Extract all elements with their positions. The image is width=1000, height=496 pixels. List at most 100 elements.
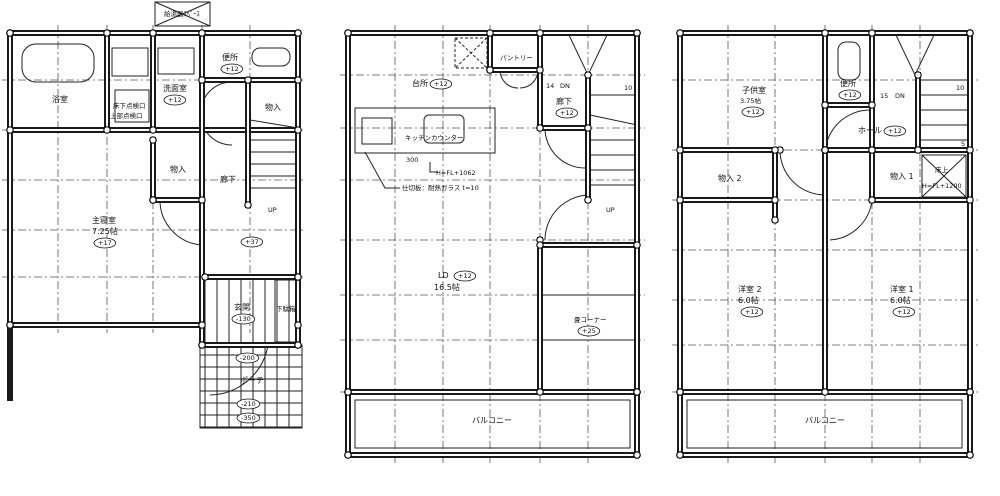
post: [244, 76, 252, 84]
post: [294, 126, 302, 134]
post: [868, 101, 876, 109]
post: [149, 126, 157, 134]
toilet-label-3f: 便所: [840, 78, 856, 88]
post: [584, 71, 592, 79]
bathtub-icon: [21, 43, 95, 83]
room1-level: +12: [897, 308, 911, 316]
level-oval: [163, 94, 187, 106]
post: [633, 451, 641, 459]
closet1-label: 物入 1: [890, 171, 914, 181]
ld-size: 16.5帖: [434, 282, 460, 292]
post: [6, 126, 14, 134]
post: [633, 241, 641, 249]
post: [536, 241, 544, 249]
level-oval: [240, 236, 264, 248]
raised-floor-height: H=FL+1200: [922, 182, 962, 190]
toilet-icon: [251, 47, 291, 67]
post: [486, 29, 494, 37]
post: [821, 388, 829, 396]
post: [149, 136, 157, 144]
washroom-label: 洗面室: [163, 83, 187, 93]
stair-up-2f: UP: [606, 206, 615, 214]
post: [103, 126, 111, 134]
raised-floor-label: 床上: [935, 165, 949, 174]
level-oval: [220, 63, 244, 75]
grid-lines: [2, 25, 978, 463]
bedroom-level: +17: [98, 239, 112, 247]
kitchen-level: +12: [434, 80, 448, 88]
balcony-label-3f: バルコニー: [805, 416, 845, 425]
stair-dn-3f: DN: [895, 92, 905, 100]
level-oval: [453, 270, 477, 282]
counter-height: H=FL+1062: [436, 169, 476, 177]
post: [584, 124, 592, 132]
post: [676, 388, 684, 396]
closet-label-b: 物入: [170, 164, 186, 174]
stair-top-num-3f: 10: [956, 84, 964, 92]
porch-label: ポーチ: [240, 376, 264, 385]
entrance-level: -130: [236, 315, 251, 323]
post: [771, 216, 779, 224]
level-oval: [740, 306, 764, 318]
tatami-level: +25: [582, 327, 596, 335]
closet-label-a: 物入: [265, 102, 281, 112]
hatch-icon: [114, 89, 150, 123]
post: [821, 101, 829, 109]
level-oval: [577, 325, 601, 337]
post: [294, 76, 302, 84]
post: [103, 29, 111, 37]
post: [771, 146, 779, 154]
post: [914, 146, 922, 154]
post: [198, 29, 206, 37]
level-oval: [892, 306, 916, 318]
post: [149, 196, 157, 204]
room1-label: 洋室 1: [890, 284, 914, 294]
balcony-label-2f: バルコニー: [472, 416, 512, 425]
post: [344, 388, 352, 396]
post: [868, 196, 876, 204]
post: [914, 71, 922, 79]
level-oval: [235, 352, 260, 364]
post: [294, 273, 302, 281]
post: [633, 388, 641, 396]
post: [676, 29, 684, 37]
kitchen-label: 台所: [412, 78, 428, 88]
shoe-box-label: 下駄箱: [276, 304, 296, 313]
porch-level-1: -200: [240, 354, 255, 362]
ld-label: LD: [438, 271, 449, 280]
washing-machine-icon: [111, 47, 149, 77]
post: [676, 146, 684, 154]
stair-top-num-2f: 10: [624, 84, 632, 92]
post: [344, 451, 352, 459]
post: [294, 29, 302, 37]
kids-room-level: +12: [746, 108, 760, 116]
kitchen-sink-icon: [423, 114, 465, 144]
post: [198, 76, 206, 84]
stair-dn-num-2f: 14: [546, 82, 554, 90]
post: [294, 321, 302, 329]
closet2-label: 物入 2: [718, 173, 742, 183]
post: [771, 196, 779, 204]
hall-label-3f: ホール: [858, 126, 882, 135]
level-oval: [231, 313, 256, 325]
room2-size: 6.0帖: [738, 295, 759, 305]
counter-label: キッチンカウンター: [405, 133, 464, 142]
posts: [6, 29, 974, 459]
ld-level: +12: [458, 272, 472, 280]
porch-level-2: -210: [241, 400, 256, 408]
post: [244, 201, 252, 209]
stair-dn-2f: DN: [560, 82, 570, 90]
room2-level: +12: [745, 308, 759, 316]
post: [821, 146, 829, 154]
bath-label: 浴室: [52, 94, 68, 104]
post: [198, 321, 206, 329]
hall-level-2f: +12: [560, 109, 574, 117]
hall-label-2f: 廊下: [556, 96, 572, 106]
post: [633, 29, 641, 37]
room1-size: 6.0帖: [890, 295, 911, 305]
counter-dim: 300: [406, 156, 418, 164]
stair-dn-num-3f: 15: [880, 92, 888, 100]
kids-room-label: 子供室: [742, 85, 766, 95]
post: [821, 29, 829, 37]
room2-label: 洋室 2: [738, 284, 762, 294]
